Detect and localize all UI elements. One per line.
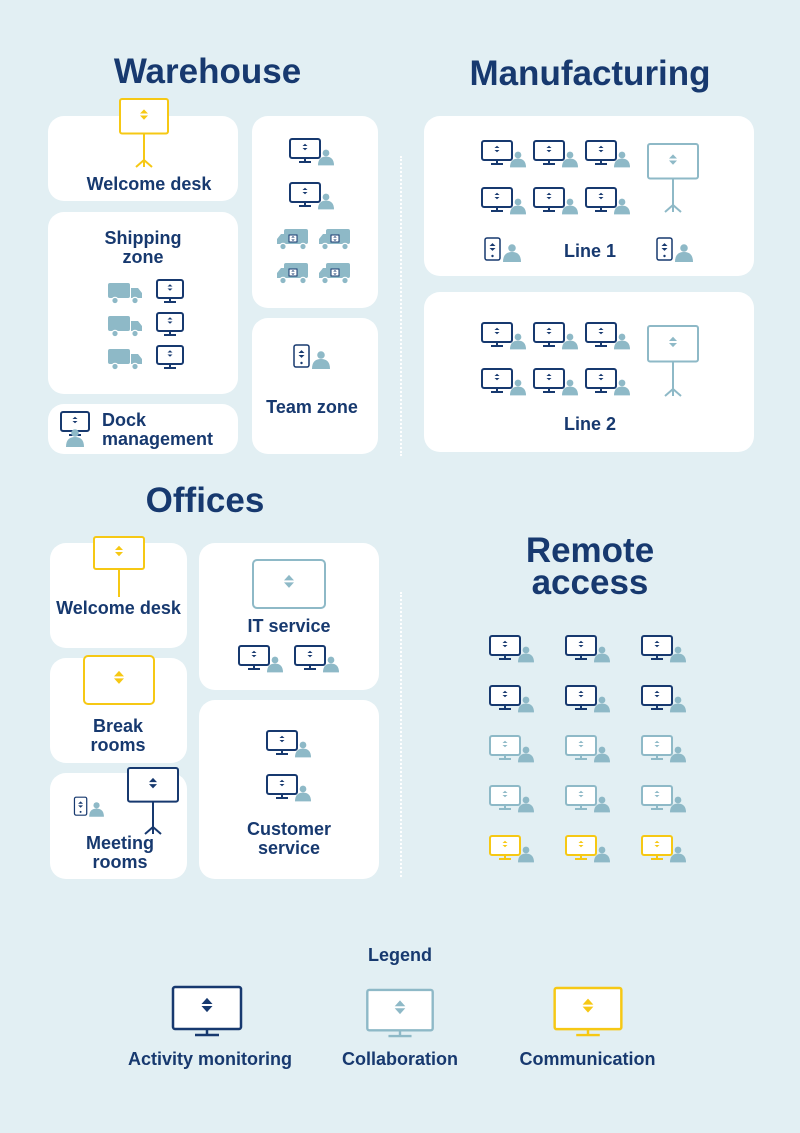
activity-monitoring-monitor-icon	[171, 985, 243, 1037]
team-zone-label: Team zone	[266, 397, 358, 417]
remote-workstation-icon	[488, 733, 536, 765]
workstation-icon	[584, 138, 632, 170]
break-rooms-label: Break rooms	[90, 716, 146, 755]
remote-workstation-icon	[564, 683, 612, 715]
legend-communication-label: Communication	[519, 1049, 656, 1069]
customer-service-label: Customer service	[246, 819, 331, 858]
display-screen-icon	[251, 558, 327, 610]
remote-workstation-icon	[564, 633, 612, 665]
workstation-icon	[480, 138, 528, 170]
vertical-divider	[400, 156, 402, 456]
remote-workstation-icon	[564, 833, 612, 865]
truck-icon	[317, 261, 355, 285]
team-zone-card	[252, 318, 378, 454]
workstation-icon	[288, 136, 336, 168]
remote-workstation-icon	[564, 733, 612, 765]
tablet-user-icon	[72, 787, 108, 827]
workstation-icon	[532, 320, 580, 352]
warehouse-welcome-desk-label: Welcome desk	[86, 174, 212, 194]
signage-stand-icon	[126, 766, 180, 836]
remote-access-grid	[488, 633, 698, 868]
tablet-user-icon	[482, 233, 526, 267]
remote-workstation-icon	[564, 783, 612, 815]
truck-icon	[106, 314, 144, 338]
shipping-zone-label: Shipping zone	[104, 228, 182, 267]
tablet-user-icon	[291, 340, 335, 374]
signage-stand-icon	[646, 324, 700, 398]
dock-management-label: Dock management	[102, 410, 214, 449]
workstation-icon	[532, 138, 580, 170]
workstation-icon	[480, 366, 528, 398]
shipping-lane	[48, 316, 158, 330]
remote-workstation-icon	[488, 833, 536, 865]
legend-title: Legend	[367, 945, 432, 965]
warehouse-title: Warehouse	[113, 52, 302, 91]
remote-access-title: Remote access	[525, 531, 655, 602]
office-welcome-desk-label: Welcome desk	[56, 598, 181, 618]
workstation-icon	[265, 728, 313, 760]
signage-post-icon	[92, 535, 146, 599]
it-service-label: IT service	[247, 616, 331, 636]
workstation-icon	[584, 185, 632, 217]
truck-icon	[106, 281, 144, 305]
line-1-label: Line 1	[563, 241, 616, 261]
tablet-user-icon	[654, 233, 698, 267]
remote-workstation-icon	[640, 683, 688, 715]
workstation-icon	[480, 320, 528, 352]
legend-collaboration-label: Collaboration	[342, 1049, 458, 1069]
display-screen-icon	[82, 654, 156, 706]
manufacturing-title: Manufacturing	[469, 54, 711, 93]
shipping-lane	[48, 282, 158, 296]
workstation-icon	[480, 185, 528, 217]
signage-stand-icon	[118, 97, 170, 169]
workstation-icon	[265, 772, 313, 804]
remote-workstation-icon	[488, 783, 536, 815]
monitor-icon	[154, 311, 186, 339]
remote-workstation-icon	[640, 733, 688, 765]
workstation-icon	[532, 366, 580, 398]
workstation-icon	[584, 320, 632, 352]
collaboration-monitor-icon	[364, 988, 436, 1038]
truck-icon	[275, 261, 313, 285]
workstation-icon	[584, 366, 632, 398]
legend-activity-monitoring-label: Activity monitoring	[127, 1049, 292, 1069]
communication-monitor-icon	[552, 986, 624, 1037]
truck-icon	[317, 227, 355, 251]
monitor-icon	[154, 278, 186, 306]
monitor-icon	[154, 344, 186, 372]
offices-title: Offices	[145, 481, 265, 520]
meeting-rooms-label: Meeting rooms	[85, 833, 154, 872]
workstation-icon	[237, 643, 285, 675]
truck-icon	[106, 347, 144, 371]
line-2-label: Line 2	[563, 414, 616, 434]
vertical-divider	[400, 592, 402, 877]
shipping-lane	[48, 350, 158, 364]
workstation-icon	[288, 180, 336, 212]
monitor-user-icon	[58, 410, 92, 448]
remote-workstation-icon	[640, 833, 688, 865]
workstation-icon	[293, 643, 341, 675]
remote-workstation-icon	[640, 633, 688, 665]
signage-stand-icon	[646, 142, 700, 214]
remote-workstation-icon	[488, 683, 536, 715]
remote-workstation-icon	[640, 783, 688, 815]
workstation-icon	[532, 185, 580, 217]
truck-icon	[275, 227, 313, 251]
remote-workstation-icon	[488, 633, 536, 665]
